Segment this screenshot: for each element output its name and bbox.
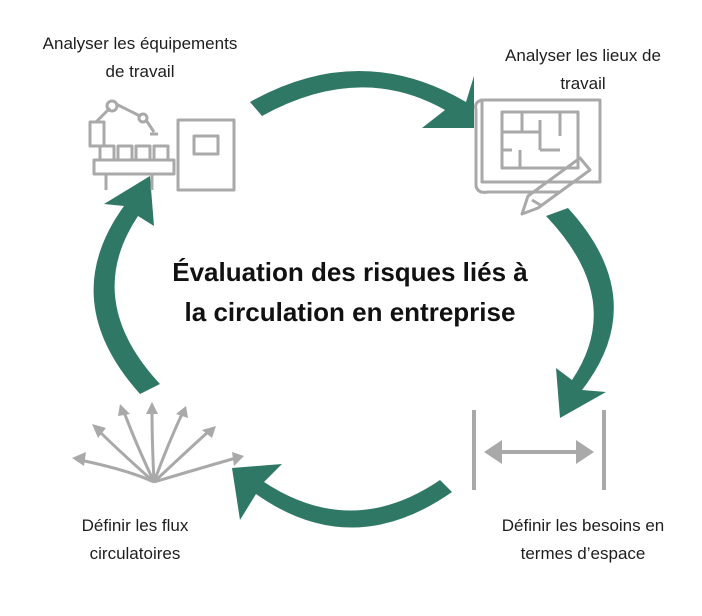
step-label-space-needs: Définir les besoins en termes d’espace [470,512,696,568]
step-3-line-1: Définir les besoins en [501,516,665,535]
step-4-line-2: circulatoires [89,544,181,563]
radiating-arrows-icon [72,402,244,484]
cycle-arrow-right [546,208,614,418]
title-line-2: la circulation en entreprise [184,297,516,327]
step-4-line-1: Définir les flux [81,516,189,535]
title-line-1: Évaluation des risques liés à [172,257,528,287]
floor-plan-pencil-icon [474,98,602,216]
step-label-workplace: Analyser les lieux de travail [470,42,696,98]
step-2-line-1: Analyser les lieux de [505,46,661,65]
step-2-line-2: travail [560,74,606,93]
cycle-arrow-top [250,71,474,128]
step-1-line-1: Analyser les équipements [42,34,238,53]
diagram-title: Évaluation des risques liés à la circula… [130,252,570,332]
cycle-arrow-bottom [232,464,452,528]
step-1-line-2: de travail [105,62,175,81]
step-label-equipment: Analyser les équipements de travail [0,30,280,86]
width-measure-arrow-icon [472,410,606,490]
step-3-line-2: termes d’espace [520,544,646,563]
cycle-arrow-left [93,176,160,394]
step-label-flows: Définir les flux circulatoires [22,512,248,568]
robot-arm-machine-icon [88,99,236,192]
